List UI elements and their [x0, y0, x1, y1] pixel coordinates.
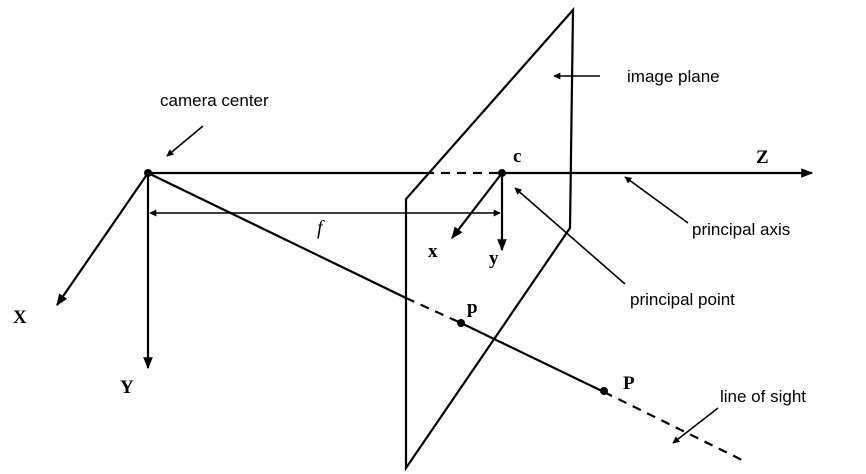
world-point-P [600, 387, 608, 395]
line-of-sight-beyond [603, 391, 743, 461]
principal-point-dot [498, 169, 506, 177]
point-c-label: c [513, 146, 521, 167]
line-of-sight-callout-arrow [672, 407, 719, 444]
line-of-sight-back [460, 322, 605, 393]
image-x-axis [451, 172, 503, 239]
image-plane-label: image plane [627, 67, 720, 86]
camera-x-axis [56, 172, 149, 306]
axis-Z-label: Z [756, 147, 769, 168]
focal-length-label: f [317, 217, 325, 239]
axis-X-label: X [13, 307, 27, 328]
principal-axis-callout-arrow [624, 176, 689, 224]
axis-Y-label: Y [120, 377, 134, 398]
axis-y-label: y [489, 248, 499, 269]
camera-center-label: camera center [160, 91, 269, 110]
image-plane [404, 7, 575, 472]
line-of-sight-front [147, 172, 407, 299]
line-of-sight-hidden [405, 296, 462, 325]
line-of-sight-label: line of sight [720, 387, 806, 406]
image-point-p [457, 319, 465, 327]
principal-point-callout-arrow [514, 187, 626, 285]
axis-x-label: x [428, 241, 438, 262]
camera-center-point [144, 169, 152, 177]
point-P-label: P [623, 373, 635, 394]
camera-center-callout-arrow [166, 125, 204, 157]
point-p-label: p [467, 297, 478, 318]
principal-point-label: principal point [630, 290, 735, 309]
principal-axis-label: principal axis [692, 220, 790, 239]
